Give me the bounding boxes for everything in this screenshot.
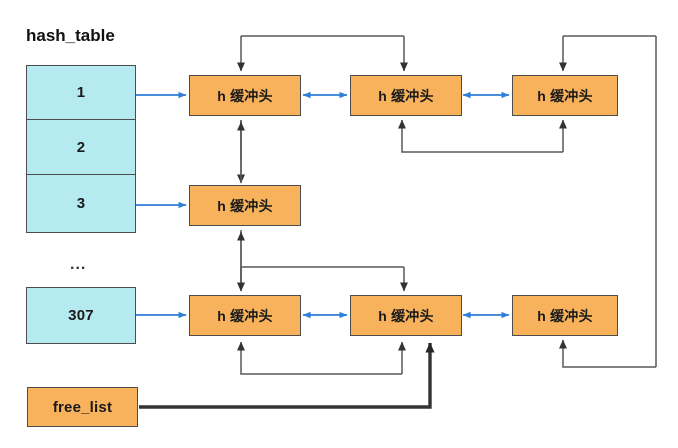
bucket-cell-1[interactable]: 1 [26,65,136,120]
buffer-head-r3-c2[interactable]: h 缓冲头 [350,295,462,336]
buffer-head-r1-c1[interactable]: h 缓冲头 [189,75,301,116]
buffer-head-label: h 缓冲头 [217,87,273,104]
link-right-rail-to-r3c3 [559,339,656,368]
buffer-head-r1-c3[interactable]: h 缓冲头 [512,75,618,116]
bucket-to-buffer-arrows [136,91,187,319]
page-title: hash_table [26,26,115,45]
bucket-cell-3[interactable]: 3 [26,175,136,233]
free-list-label: free_list [52,398,113,416]
buffer-head-label: h 缓冲头 [378,87,434,104]
link-return-r1-c3-to-c2 [398,119,563,153]
buffer-head-label: h 缓冲头 [537,87,593,104]
free-list-link [139,342,435,409]
buffer-head-r2-c1[interactable]: h 缓冲头 [189,185,301,226]
buffer-head-label: h 缓冲头 [378,307,434,324]
buffer-head-r1-c2[interactable]: h 缓冲头 [350,75,462,116]
link-free-list-to-buf-r3-c2 [139,342,435,409]
bucket-cell-307[interactable]: 307 [26,287,136,344]
link-bottom-return-c2-c1 [237,341,402,375]
buffer-head-label: h 缓冲头 [537,307,593,324]
free-list-node[interactable]: free_list [27,387,138,427]
bucket-cell-2[interactable]: 2 [26,120,136,175]
buffer-head-r3-c3[interactable]: h 缓冲头 [512,295,618,336]
buffer-head-r3-c1[interactable]: h 缓冲头 [189,295,301,336]
bucket-cell-label: 2 [76,138,86,156]
bucket-cell-label: 1 [76,84,86,101]
bucket-cell-label: 3 [76,195,86,212]
buffer-head-label: h 缓冲头 [217,307,273,324]
bucket-ellipsis: ... [70,256,87,273]
buffer-head-label: h 缓冲头 [217,197,273,214]
buffer-sibling-arrows [302,91,510,319]
bucket-cell-label: 307 [68,307,94,324]
